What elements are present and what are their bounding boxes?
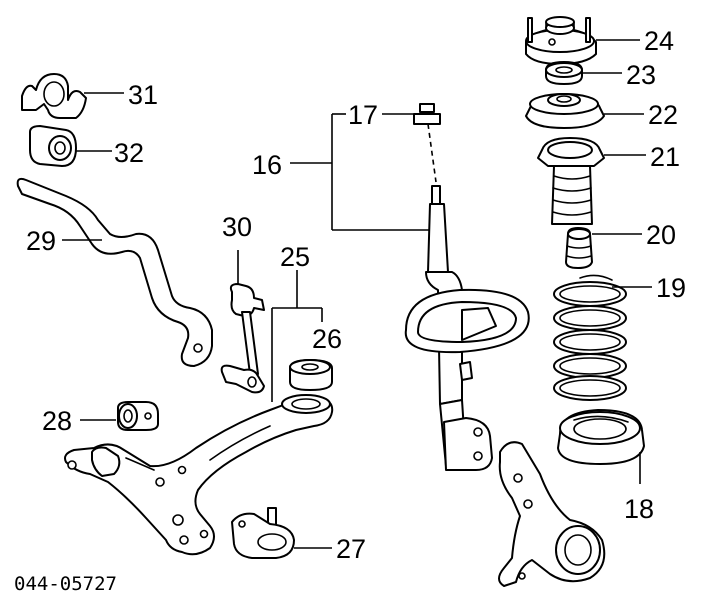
callout-25: 25	[280, 242, 310, 272]
part-16-shock-absorber	[404, 185, 530, 471]
callout-31: 31	[128, 80, 158, 110]
steering-knuckle	[498, 441, 606, 587]
part-20-bump-stopper	[565, 227, 642, 269]
part-19-coil-spring	[553, 274, 652, 401]
part-28-rear-bushing	[80, 401, 159, 431]
callout-18: 18	[624, 494, 654, 524]
callout-30: 30	[222, 212, 252, 242]
callout-16: 16	[252, 150, 282, 180]
diagram-code: 044-05727	[14, 573, 117, 595]
bracket-25	[271, 270, 323, 402]
part-21-spring-insulator	[537, 137, 646, 225]
callout-24: 24	[644, 26, 674, 56]
callout-19: 19	[656, 273, 686, 303]
callout-26: 26	[312, 324, 342, 354]
callout-labels: 16 17 18 19 20 21 22 23 24 25 26 27 28 2…	[14, 26, 686, 595]
part-17-strut-nut	[413, 103, 441, 125]
callout-23: 23	[626, 60, 656, 90]
callout-22: 22	[648, 100, 678, 130]
callout-20: 20	[646, 220, 676, 250]
callout-29: 29	[26, 226, 56, 256]
callout-32: 32	[114, 138, 144, 168]
callout-17: 17	[348, 100, 378, 130]
callout-28: 28	[42, 406, 72, 436]
part-29-stabilizer-bar	[16, 177, 213, 367]
part-31-stabilizer-bracket	[21, 73, 124, 119]
callout-27: 27	[336, 534, 366, 564]
part-27-ball-joint	[231, 507, 332, 559]
callout-21: 21	[650, 142, 680, 172]
part-25-lower-control-arm	[64, 394, 334, 556]
bracket-16	[290, 113, 437, 231]
part-22-spring-upper-seat	[525, 93, 644, 129]
part-18-lower-insulator	[557, 409, 645, 484]
part-30-stabilizer-link	[220, 250, 265, 394]
part-26-lower-arm-bushing	[289, 359, 333, 391]
part-32-stabilizer-bushing	[29, 125, 112, 167]
part-24-upper-support	[525, 16, 640, 65]
part-23-bearing	[545, 61, 622, 85]
